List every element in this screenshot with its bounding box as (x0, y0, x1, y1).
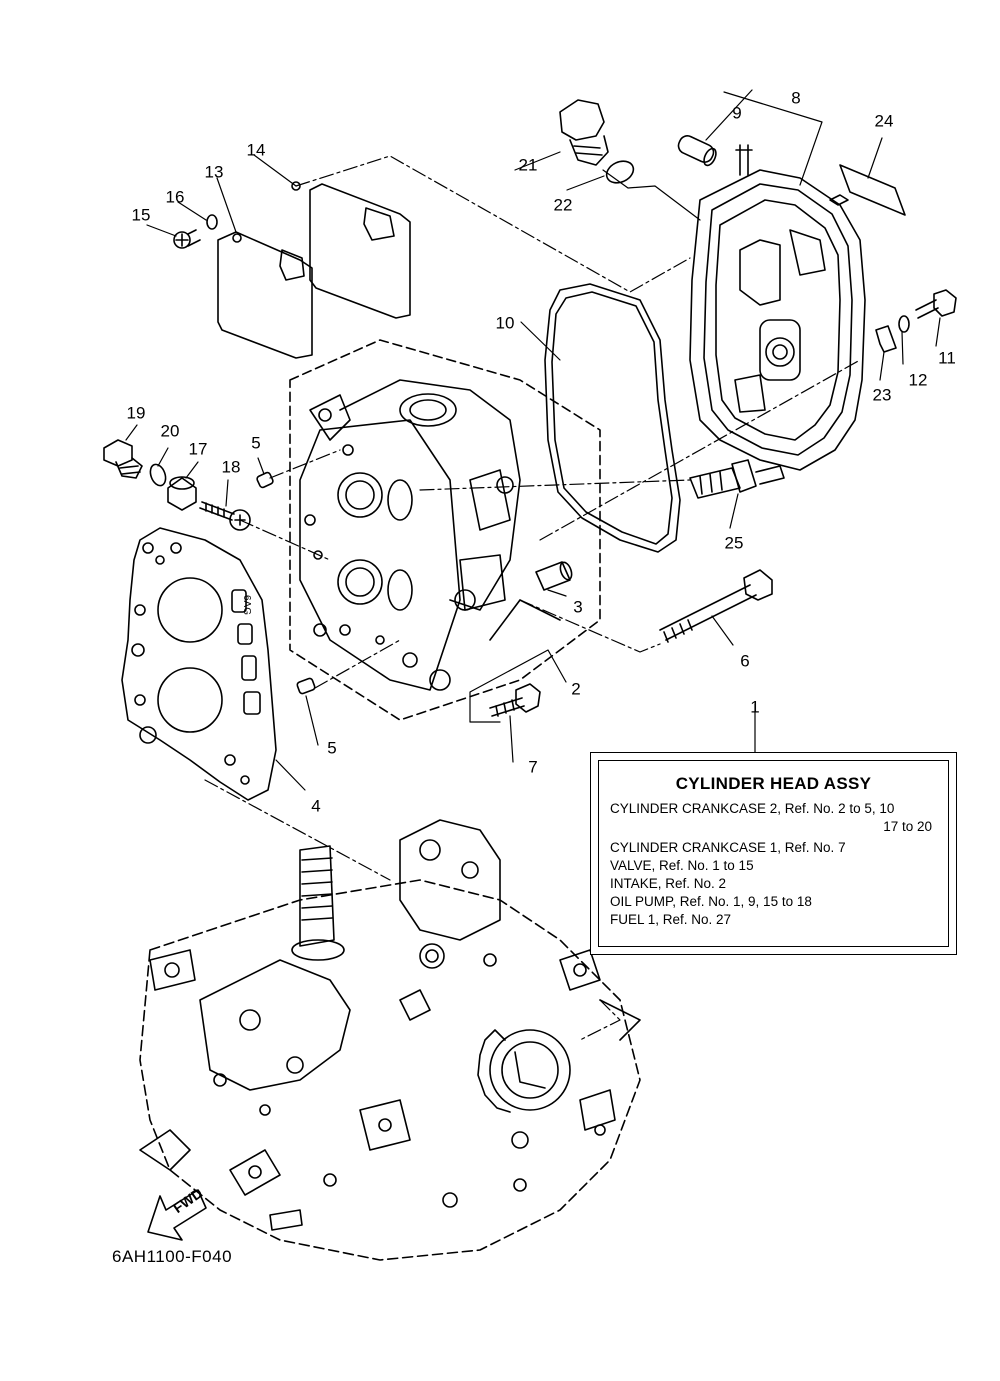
bolt-18 (199, 501, 251, 531)
screw-15 (173, 229, 201, 249)
callout-16: 16 (165, 187, 185, 207)
assembly-line: FUEL 1, Ref. No. 27 (610, 912, 732, 927)
fwd-arrow (147, 1189, 207, 1241)
callout-3: 3 (573, 597, 583, 617)
callout-22: 22 (553, 195, 573, 215)
callout-9: 9 (732, 103, 742, 123)
drain-plug-19 (103, 439, 143, 479)
assembly-line: 17 to 20 (883, 819, 932, 834)
cylinder-crankcase-block (289, 339, 601, 721)
cylinder-head-gasket: 6AG (121, 527, 277, 801)
assembly-line: OIL PUMP, Ref. No. 1, 9, 15 to 18 (610, 894, 812, 909)
callout-6: 6 (740, 651, 750, 671)
bolt-7 (489, 683, 541, 717)
sleeve-17 (167, 476, 197, 511)
sleeve-3 (535, 561, 573, 591)
callout-19: 19 (126, 403, 146, 423)
callout-15: 15 (131, 205, 151, 225)
clip-23 (875, 325, 897, 353)
assembly-line: CYLINDER CRANKCASE 2, Ref. No. 2 to 5, 1… (610, 801, 895, 816)
washer-12 (898, 315, 910, 333)
gasket-20 (149, 463, 167, 487)
assembly-title: CYLINDER HEAD ASSY (675, 774, 872, 793)
callout-8: 8 (791, 88, 801, 108)
o-ring-22 (605, 160, 635, 184)
head-cover-gasket (544, 283, 681, 553)
callout-5-upper: 5 (251, 433, 261, 453)
leader-lines (125, 89, 941, 1041)
callout-4: 4 (311, 796, 321, 816)
dowel-pin-5b (296, 677, 316, 695)
dowel-pin-5a (256, 471, 274, 489)
callout-18: 18 (221, 457, 241, 477)
callout-2: 2 (571, 679, 581, 699)
assembly-legend-box: CYLINDER HEAD ASSY CYLINDER CRANKCASE 2,… (590, 752, 957, 955)
cylinder-head-cover (689, 144, 866, 471)
callout-12: 12 (908, 370, 928, 390)
oil-filler-cap (559, 99, 609, 166)
assembly-line: INTAKE, Ref. No. 2 (610, 876, 727, 891)
callout-21: 21 (518, 155, 538, 175)
callout-23: 23 (872, 385, 892, 405)
callout-13: 13 (204, 162, 224, 182)
label-24 (839, 164, 906, 216)
drawing-code: 6AH1100-F040 (112, 1247, 233, 1266)
callout-14: 14 (246, 140, 266, 160)
callout-25: 25 (724, 533, 744, 553)
callout-11: 11 (938, 348, 956, 368)
callout-10: 10 (495, 313, 515, 333)
assembly-legend-inner: CYLINDER HEAD ASSY CYLINDER CRANKCASE 2,… (598, 760, 949, 947)
washer-16 (206, 214, 218, 230)
assembly-line: CYLINDER CRANKCASE 1, Ref. No. 7 (610, 840, 846, 855)
plate-14 (291, 181, 411, 319)
svg-text:6AG: 6AG (241, 595, 252, 615)
callout-5-lower: 5 (327, 738, 337, 758)
crankcase-engine-block (139, 819, 641, 1261)
sleeve-9 (677, 135, 717, 167)
assembly-line: VALVE, Ref. No. 1 to 15 (610, 858, 754, 873)
callout-20: 20 (160, 421, 180, 441)
bolt-6 (659, 569, 773, 643)
callout-7: 7 (528, 757, 538, 777)
bolt-11 (915, 289, 957, 319)
callout-17: 17 (188, 439, 208, 459)
plate-13 (217, 231, 313, 359)
spark-plug-25 (689, 459, 785, 499)
callout-24: 24 (874, 111, 894, 131)
callout-1: 1 (750, 697, 760, 717)
